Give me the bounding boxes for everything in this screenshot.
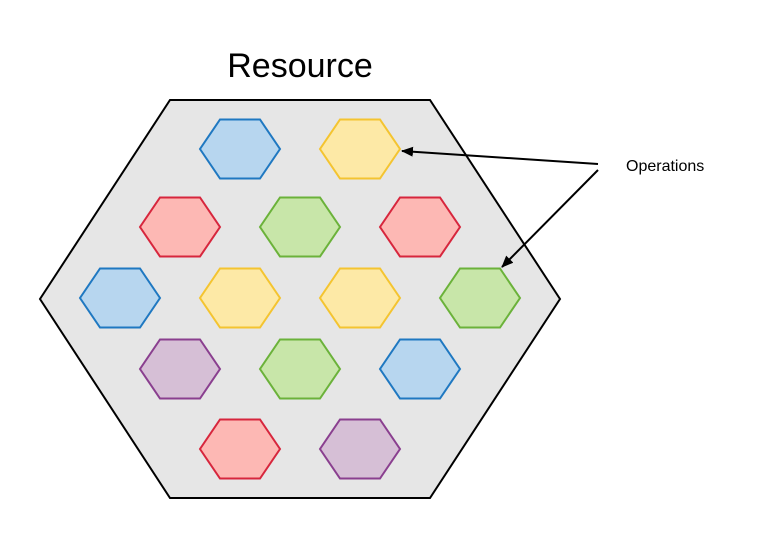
operations-label: Operations bbox=[626, 158, 704, 175]
operation-hexagon-blue bbox=[78, 267, 162, 329]
operation-hexagon-green bbox=[258, 196, 342, 258]
operation-hexagon-green bbox=[258, 338, 342, 400]
operations-group bbox=[78, 118, 522, 480]
operation-hexagon-blue bbox=[378, 338, 462, 400]
operation-hexagon-green bbox=[438, 267, 522, 329]
callout-arrow-top bbox=[401, 146, 599, 165]
operation-hexagon-blue bbox=[198, 118, 282, 180]
diagram-title: Resource bbox=[227, 47, 373, 85]
operation-hexagon-yellow bbox=[318, 118, 402, 180]
operation-hexagon-purple bbox=[318, 418, 402, 480]
operation-hexagon-red bbox=[138, 196, 222, 258]
operation-hexagon-red bbox=[198, 418, 282, 480]
operations-callout: Operations bbox=[401, 146, 704, 268]
callout-arrow-bottom bbox=[501, 169, 599, 268]
operation-hexagon-yellow bbox=[318, 267, 402, 329]
operation-hexagon-purple bbox=[138, 338, 222, 400]
operation-hexagon-yellow bbox=[198, 267, 282, 329]
operation-hexagon-red bbox=[378, 196, 462, 258]
